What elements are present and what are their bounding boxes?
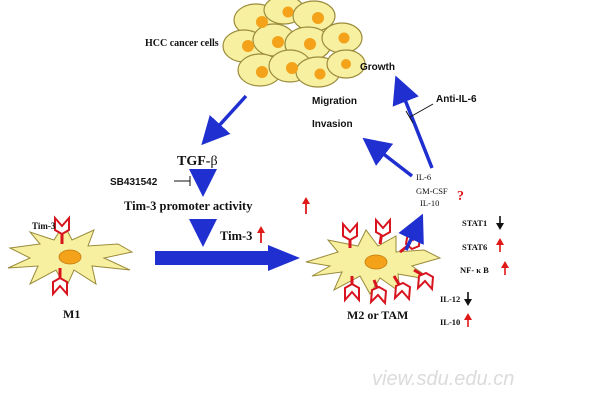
arrow-to-growth	[392, 75, 434, 169]
hcc-cell-cluster	[222, 0, 366, 88]
migration-label: Migration	[312, 96, 357, 107]
tim3-up-arrow-icon	[257, 226, 265, 243]
stat6-label: STAT6	[462, 242, 487, 252]
watermark-text: view.sdu.edu.cn	[372, 368, 514, 390]
nfkb-label: NF- κ B	[460, 265, 489, 275]
gmcsf-label: GM-CSF	[416, 186, 448, 196]
sb431542-label: SB431542	[110, 177, 158, 188]
hcc-cells-label: HCC cancer cells	[145, 38, 219, 49]
tgf-text: TGF-	[177, 154, 211, 169]
tim3-receptor-label: Tim-3	[32, 221, 56, 231]
m1-receptor-top-icon	[54, 215, 70, 244]
m2-tam-label: M2 or TAM	[347, 308, 408, 322]
il10-label: IL-10	[440, 317, 460, 327]
stat1-down-arrow-icon	[496, 216, 504, 230]
m1-receptor-bottom-icon	[52, 268, 68, 297]
il12-down-arrow-icon	[464, 292, 472, 306]
question-mark: ?	[457, 189, 464, 204]
m1-macrophage	[7, 222, 134, 290]
tim3-promoter-label: Tim-3 promoter activity	[124, 199, 253, 213]
tgf-greek-text: β	[210, 154, 217, 169]
invasion-label: Invasion	[312, 119, 353, 130]
arrow-hcc-to-tgf	[201, 94, 248, 146]
stat1-label: STAT1	[462, 218, 487, 228]
growth-label: Growth	[360, 62, 395, 73]
anti-il6-label: Anti-IL-6	[436, 94, 477, 105]
arrow-m2-to-cytokines	[398, 213, 424, 251]
m2-macrophage	[305, 229, 442, 295]
tgf-beta-label: TGF-β	[177, 154, 218, 169]
tim3-label: Tim-3	[220, 229, 252, 243]
anti-il6-inhibit-line	[409, 103, 434, 118]
anti-il6-inhibit-bar	[405, 110, 414, 124]
il12-label: IL-12	[440, 294, 460, 304]
il10-up-arrow-icon	[464, 313, 472, 327]
il6-label: IL-6	[416, 172, 431, 182]
il10-secreted-label: IL-10	[420, 198, 439, 208]
stat6-up-arrow-icon	[496, 238, 504, 252]
nfkb-up-arrow-icon	[501, 261, 509, 275]
big-arrow-m1-to-m2	[155, 245, 300, 271]
promoter-up-arrow-icon	[302, 197, 310, 214]
arrow-to-migration	[362, 137, 414, 178]
m1-label: M1	[63, 307, 80, 321]
